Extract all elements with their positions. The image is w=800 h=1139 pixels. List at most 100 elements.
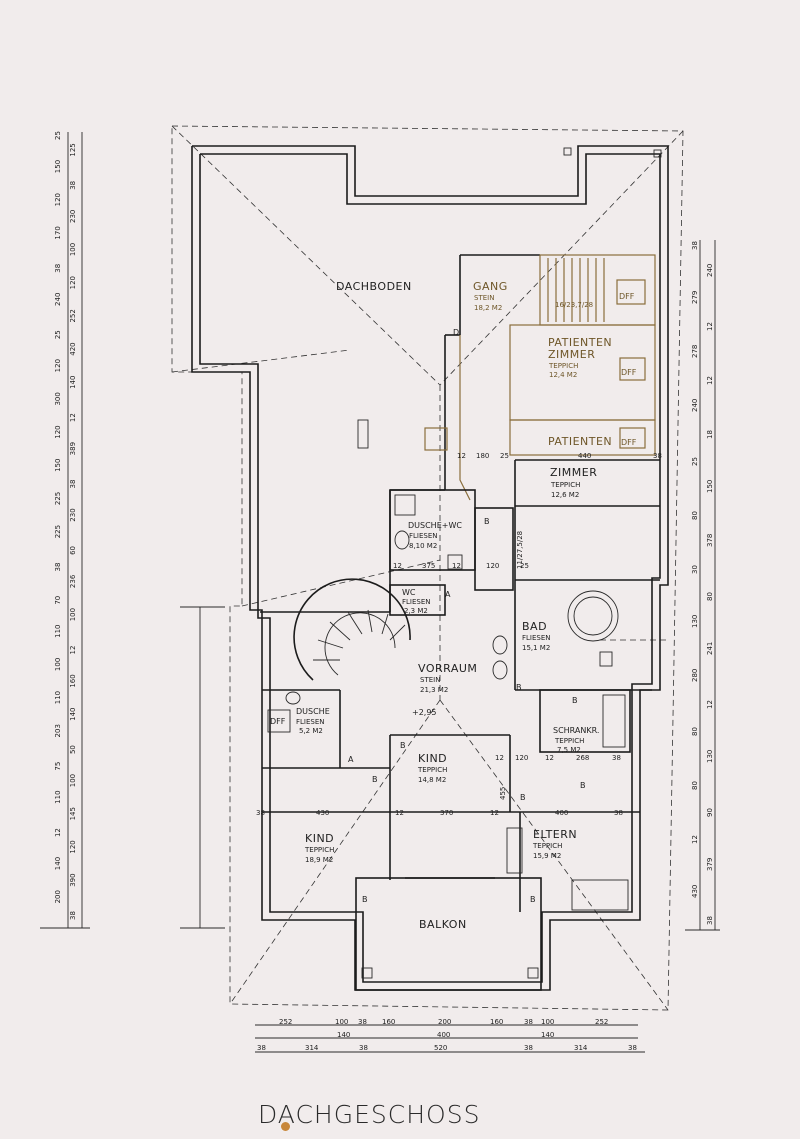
dimension-label: 252 xyxy=(595,1018,608,1026)
room-floor-patienten-2: TEPPICH xyxy=(550,481,580,489)
dimension-label: 110 xyxy=(54,691,62,704)
dimension-label: 440 xyxy=(578,452,591,460)
dimension-label: 12 xyxy=(54,828,62,837)
door-marker: A xyxy=(348,755,354,764)
dimension-label: 120 xyxy=(69,276,77,289)
dimension-label: 38 xyxy=(69,480,77,489)
dimension-label: 120 xyxy=(54,359,62,372)
dimension-label: 240 xyxy=(691,399,699,412)
dimension-label: 100 xyxy=(541,1018,554,1026)
dimension-label: 38 xyxy=(612,754,621,762)
dimension-label: 140 xyxy=(54,857,62,870)
roof-ridge-line xyxy=(171,349,351,373)
room-floor-schrankr: TEPPICH xyxy=(554,737,584,745)
room-floor-kind-1: TEPPICH xyxy=(417,766,447,774)
dimension-label: 75 xyxy=(54,762,62,771)
washbasin xyxy=(492,635,508,655)
room-label-vorraum: VORRAUM xyxy=(418,662,477,675)
dimension-label: 25 xyxy=(500,452,509,460)
dff-label: DFF xyxy=(621,368,637,377)
dimension-label: 12 xyxy=(395,809,404,817)
inner-wall-line xyxy=(199,153,661,983)
toilet xyxy=(599,651,613,667)
dimension-label: 160 xyxy=(490,1018,503,1026)
room-area-dusche: 5,2 M2 xyxy=(299,727,323,735)
dimension-label: 420 xyxy=(69,342,77,355)
dimension-label: 314 xyxy=(574,1044,588,1052)
roof-ridge-line xyxy=(241,559,441,607)
room-area-kind-1: 14,8 M2 xyxy=(418,776,446,784)
roof-ridge-line xyxy=(439,130,684,386)
dimension-label: 50 xyxy=(69,745,77,754)
room-label-dachboden: DACHBODEN xyxy=(336,280,412,293)
dimension-label: 38 xyxy=(54,264,62,273)
washbasin xyxy=(492,660,508,680)
dimension-label: 38 xyxy=(524,1044,533,1052)
room-area-dusche-wc: 8,10 M2 xyxy=(409,542,437,550)
chimney xyxy=(424,427,448,451)
dimension-label: 38 xyxy=(628,1044,637,1052)
room-area-patienten-1: 12,4 M2 xyxy=(549,371,577,379)
room-area-gang: 18,2 M2 xyxy=(474,304,502,312)
wardrobe xyxy=(571,879,629,911)
dimension-label: 140 xyxy=(337,1031,350,1039)
roof-ridge-line xyxy=(229,699,441,1005)
door-marker: B xyxy=(530,895,536,904)
dimension-label: 430 xyxy=(316,809,329,817)
room-label-kind-1: KIND xyxy=(418,752,447,765)
dimension-label: 25 xyxy=(520,562,529,570)
bathtub xyxy=(573,596,613,636)
dimension-label: 12 xyxy=(490,809,499,817)
dimension-label: 12 xyxy=(69,646,77,655)
dimension-label: 12 xyxy=(393,562,402,570)
skylight xyxy=(619,427,646,449)
dimension-label: 18 xyxy=(706,430,714,439)
wardrobe xyxy=(506,827,523,874)
dimension-label: 130 xyxy=(691,615,699,628)
dimension-label: 278 xyxy=(691,345,699,358)
room-outline xyxy=(474,507,514,591)
toilet xyxy=(447,554,463,570)
stair-top xyxy=(539,254,656,326)
level-marker: +2,95 xyxy=(412,708,437,717)
balcony xyxy=(355,877,542,991)
room-label-bad: BAD xyxy=(522,620,547,633)
dimension-label: 100 xyxy=(69,774,77,787)
room-outline xyxy=(509,419,656,456)
dimension-label: 38 xyxy=(54,563,62,572)
dimension-label: 200 xyxy=(54,890,62,903)
dimension-label: 12 xyxy=(495,754,504,762)
dff-label: DFF xyxy=(270,717,286,726)
door-marker: B xyxy=(362,895,368,904)
dimension-label: 30 xyxy=(691,565,699,574)
dimension-label: 241 xyxy=(706,642,714,655)
dimension-label: 379 xyxy=(706,858,714,871)
dimension-label: 279 xyxy=(691,291,699,304)
room-outline xyxy=(389,584,446,616)
dimension-label: 400 xyxy=(555,809,568,817)
room-area-schrankr: 7,5 M2 xyxy=(557,746,581,754)
door-marker: B xyxy=(520,793,526,802)
room-label-schrankr: SCHRANKR. xyxy=(553,726,599,735)
dimension-label: 38 xyxy=(614,809,623,817)
dimension-label: 240 xyxy=(706,264,714,277)
roof-outline xyxy=(171,125,684,1011)
dimension-label: 38 xyxy=(524,1018,533,1026)
skylight xyxy=(653,149,662,158)
dimension-label: 240 xyxy=(54,293,62,306)
dimension-label: 38 xyxy=(706,916,714,925)
dff-label: DFF xyxy=(619,292,635,301)
room-area-wc: 2,3 M2 xyxy=(404,607,428,615)
dimension-label: 140 xyxy=(541,1031,554,1039)
door-marker: B xyxy=(516,683,522,692)
room-area-kind-2: 18,9 M2 xyxy=(305,856,333,864)
dimension-label: 375 xyxy=(422,562,435,570)
dimension-label: 150 xyxy=(706,480,714,493)
dimension-label: 160 xyxy=(382,1018,395,1026)
dimension-label: 110 xyxy=(54,624,62,637)
room-label-eltern: ELTERN xyxy=(533,828,577,841)
dimension-label: 80 xyxy=(691,727,699,736)
room-floor-eltern: TEPPICH xyxy=(532,842,562,850)
dimension-label: 90 xyxy=(706,808,714,817)
